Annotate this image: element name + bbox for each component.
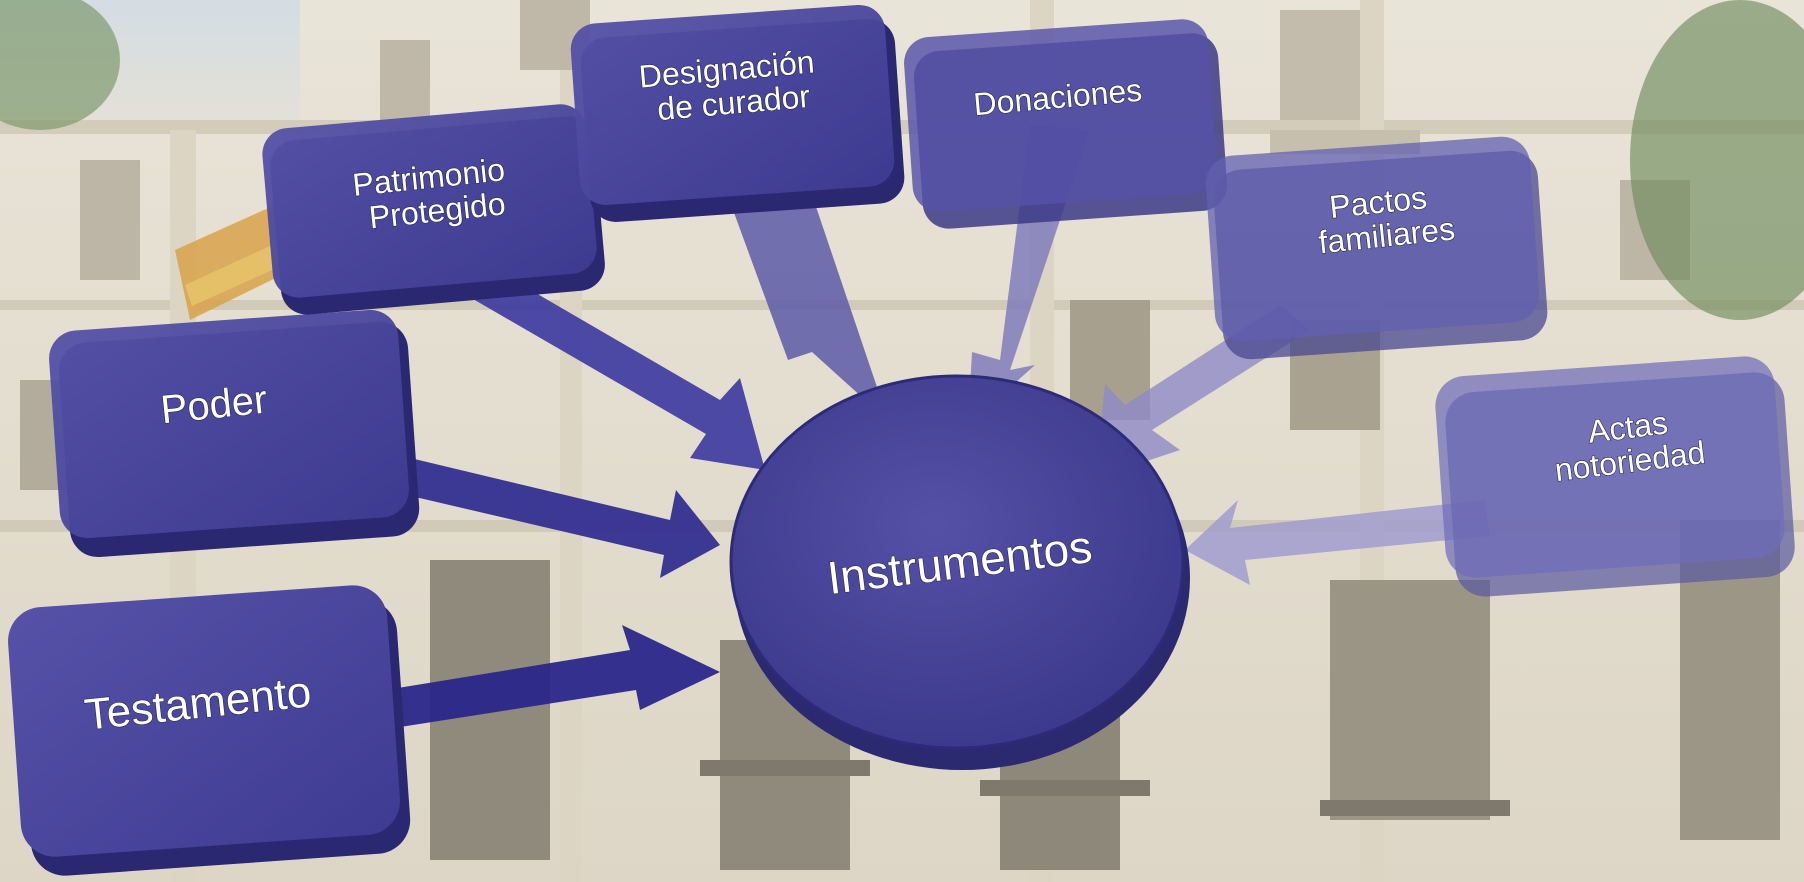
- node-poder: Poder: [49, 309, 420, 558]
- node-designacion: Designación de curador: [570, 4, 905, 222]
- node-testamento: Testamento: [8, 585, 411, 876]
- node-actas: Actas notoriedad: [1435, 356, 1795, 597]
- node-donaciones: Donaciones: [904, 19, 1228, 229]
- arrow-actas: [1185, 500, 1490, 585]
- instrumentos-node: Instrumentos: [729, 374, 1190, 770]
- node-pactos: Pactos familiares: [1205, 136, 1548, 360]
- node-patrimonio: Patrimonio Protegido: [262, 104, 605, 315]
